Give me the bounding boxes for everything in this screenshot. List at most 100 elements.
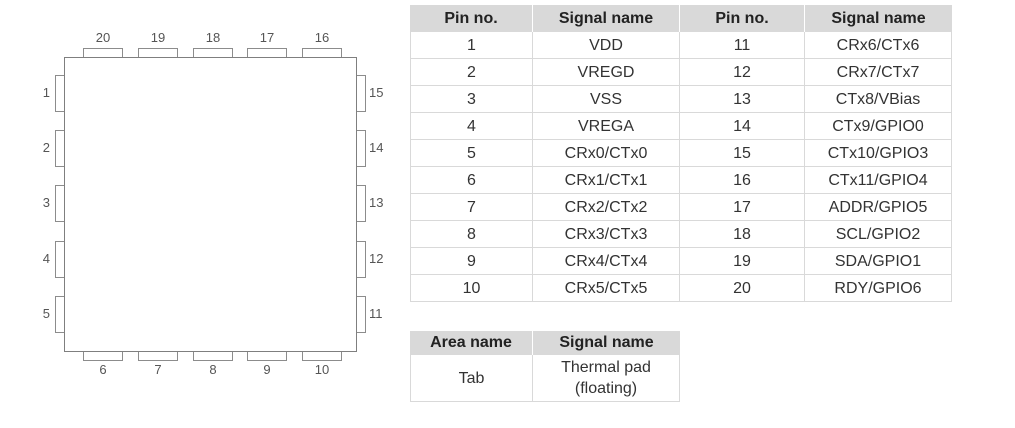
chip-pin-4 — [55, 241, 64, 278]
chip-pin-5 — [55, 296, 64, 333]
table-cell: 2 — [410, 59, 533, 86]
table-cell: CRx1/CTx1 — [533, 167, 680, 194]
table-cell: CTx8/VBias — [805, 86, 952, 113]
table-cell: CRx2/CTx2 — [533, 194, 680, 221]
chip-pin-13 — [357, 185, 366, 222]
table-cell: VSS — [533, 86, 680, 113]
chip-pin-16 — [302, 48, 342, 57]
table-cell: 1 — [410, 32, 533, 59]
pin-number-label: 17 — [259, 30, 275, 45]
chip-pin-10 — [302, 352, 342, 361]
table-cell: 19 — [680, 248, 805, 275]
table-cell: 13 — [680, 86, 805, 113]
chip-pin-17 — [247, 48, 287, 57]
table-cell: CRx5/CTx5 — [533, 275, 680, 302]
chip-pin-20 — [83, 48, 123, 57]
pin-number-label: 19 — [150, 30, 166, 45]
table-cell: VREGA — [533, 113, 680, 140]
table-cell: 15 — [680, 140, 805, 167]
table-cell: 6 — [410, 167, 533, 194]
pin-number-label: 8 — [209, 362, 217, 377]
table-cell: VDD — [533, 32, 680, 59]
column-header: Pin no. — [410, 5, 533, 32]
table-cell: 3 — [410, 86, 533, 113]
table-cell: CTx11/GPIO4 — [805, 167, 952, 194]
table-cell: 4 — [410, 113, 533, 140]
chip-pin-7 — [138, 352, 178, 361]
table-cell: RDY/GPIO6 — [805, 275, 952, 302]
chip-pin-18 — [193, 48, 233, 57]
table-cell: 11 — [680, 32, 805, 59]
pin-number-label: 5 — [42, 306, 50, 321]
pin-number-label: 20 — [95, 30, 111, 45]
table-cell: CRx7/CTx7 — [805, 59, 952, 86]
pin-number-label: 9 — [263, 362, 271, 377]
chip-pin-19 — [138, 48, 178, 57]
chip-pin-15 — [357, 75, 366, 112]
chip-pin-14 — [357, 130, 366, 167]
table-cell: VREGD — [533, 59, 680, 86]
chip-pin-6 — [83, 352, 123, 361]
pin-number-label: 3 — [42, 195, 50, 210]
pin-number-label: 16 — [314, 30, 330, 45]
table-cell: SDA/GPIO1 — [805, 248, 952, 275]
chip-body — [64, 57, 357, 352]
table-cell: 16 — [680, 167, 805, 194]
table-cell: Tab — [410, 355, 533, 402]
table-cell: 18 — [680, 221, 805, 248]
table-cell: CRx0/CTx0 — [533, 140, 680, 167]
table-cell: 20 — [680, 275, 805, 302]
pin-number-label: 1 — [42, 85, 50, 100]
table-cell: CTx9/GPIO0 — [805, 113, 952, 140]
pin-number-label: 13 — [369, 195, 384, 210]
table-cell: CRx4/CTx4 — [533, 248, 680, 275]
pin-number-label: 15 — [369, 85, 384, 100]
column-header: Pin no. — [680, 5, 805, 32]
pin-number-label: 4 — [42, 251, 50, 266]
table-cell: 10 — [410, 275, 533, 302]
table-cell: SCL/GPIO2 — [805, 221, 952, 248]
chip-pin-9 — [247, 352, 287, 361]
table-cell: 8 — [410, 221, 533, 248]
table-cell: CTx10/GPIO3 — [805, 140, 952, 167]
pin-number-label: 10 — [314, 362, 330, 377]
pin-number-label: 14 — [369, 140, 384, 155]
chip-pin-11 — [357, 296, 366, 333]
pin-number-label: 6 — [99, 362, 107, 377]
table-cell: 17 — [680, 194, 805, 221]
table-cell: Thermal pad (floating) — [533, 355, 680, 402]
pin-number-label: 12 — [369, 251, 384, 266]
chip-pin-12 — [357, 241, 366, 278]
chip-pin-3 — [55, 185, 64, 222]
table-cell: 5 — [410, 140, 533, 167]
table-cell: CRx6/CTx6 — [805, 32, 952, 59]
table-cell: CRx3/CTx3 — [533, 221, 680, 248]
chip-pin-8 — [193, 352, 233, 361]
column-header: Area name — [410, 331, 533, 355]
pin-number-label: 7 — [154, 362, 162, 377]
table-cell: 9 — [410, 248, 533, 275]
column-header: Signal name — [805, 5, 952, 32]
table-cell: ADDR/GPIO5 — [805, 194, 952, 221]
table-cell: 7 — [410, 194, 533, 221]
column-header: Signal name — [533, 331, 680, 355]
pin-number-label: 2 — [42, 140, 50, 155]
pin-number-label: 18 — [205, 30, 221, 45]
